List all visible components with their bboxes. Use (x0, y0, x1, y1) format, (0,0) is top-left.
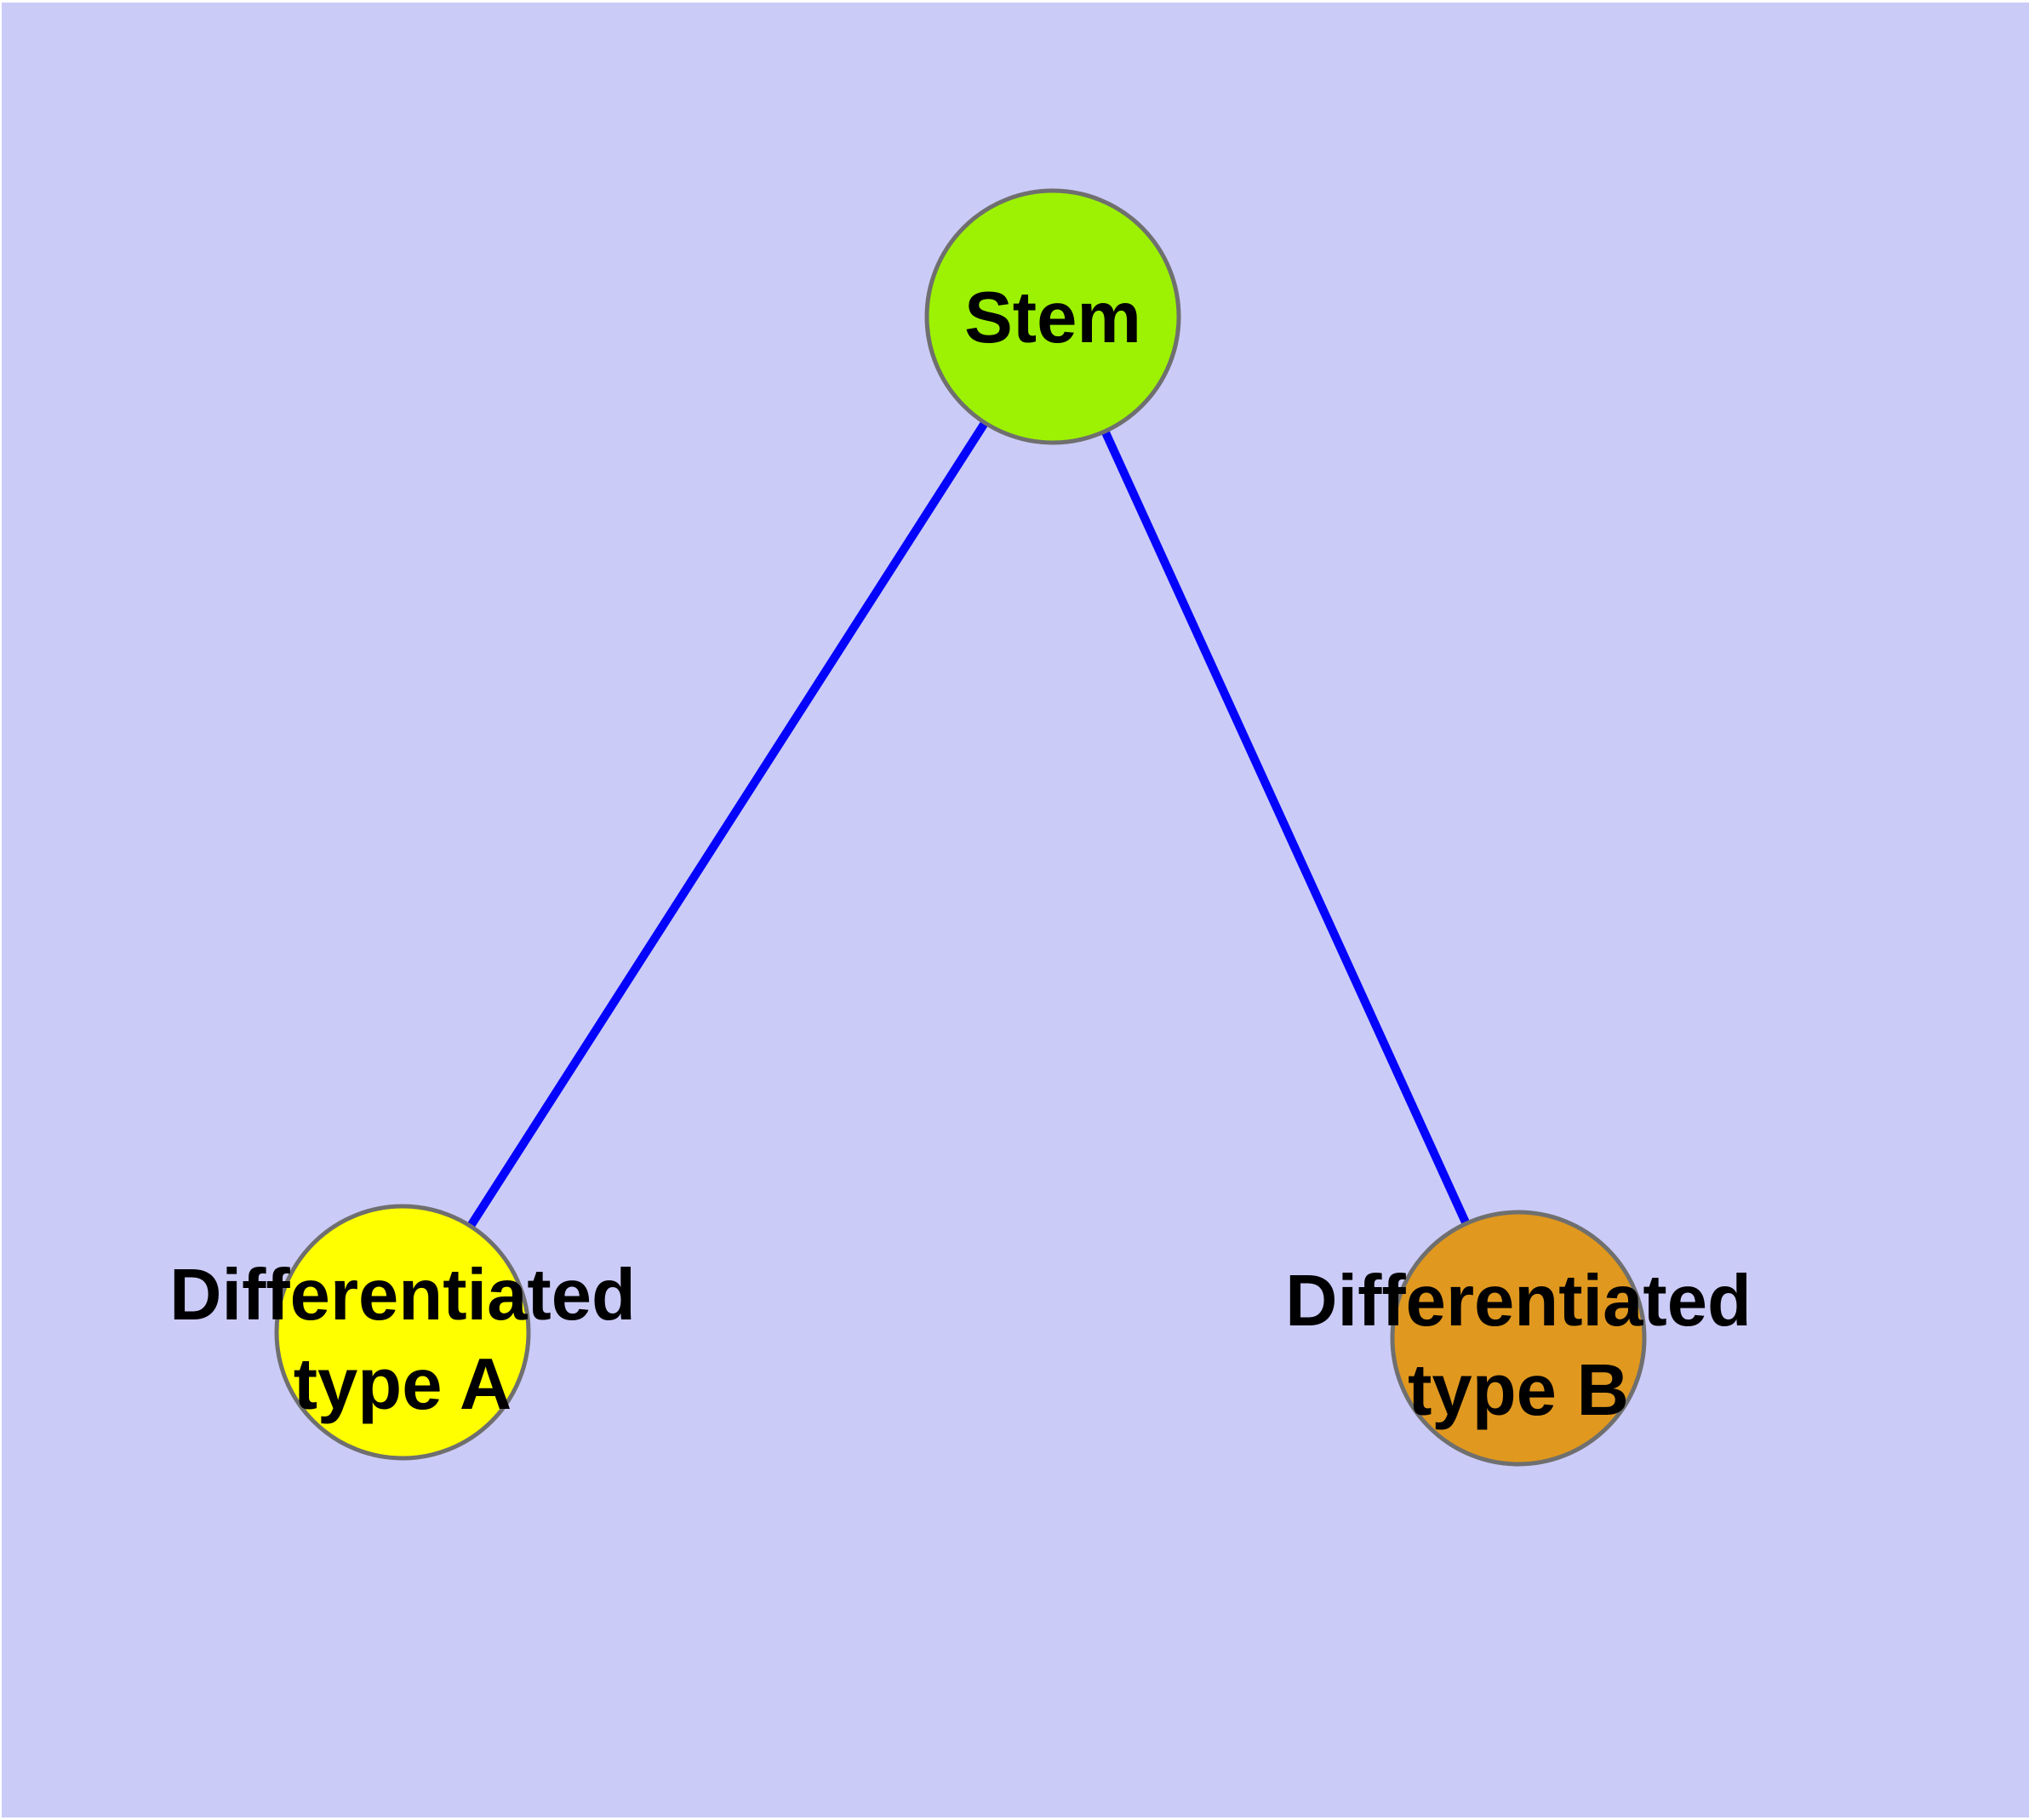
node-label-differentiated-type-a-line-2: type A (294, 1344, 512, 1425)
node-differentiated-type-a (274, 1204, 531, 1461)
node-differentiated-type-b (1390, 1210, 1647, 1467)
edge-stem-to-differentiated-type-b (1049, 314, 1523, 1341)
node-label-differentiated-type-a-line-1: Differentiated (169, 1255, 636, 1336)
nodes-layer (274, 188, 1647, 1467)
node-stem (924, 188, 1181, 445)
node-label-differentiated-type-b-line-2: type B (1408, 1350, 1629, 1431)
edge-stem-to-differentiated-type-a (398, 314, 1057, 1335)
node-label-differentiated-type-b-line-1: Differentiated (1285, 1261, 1752, 1342)
node-label-stem-line-1: Stem (964, 278, 1141, 358)
edges-layer (398, 314, 1523, 1341)
